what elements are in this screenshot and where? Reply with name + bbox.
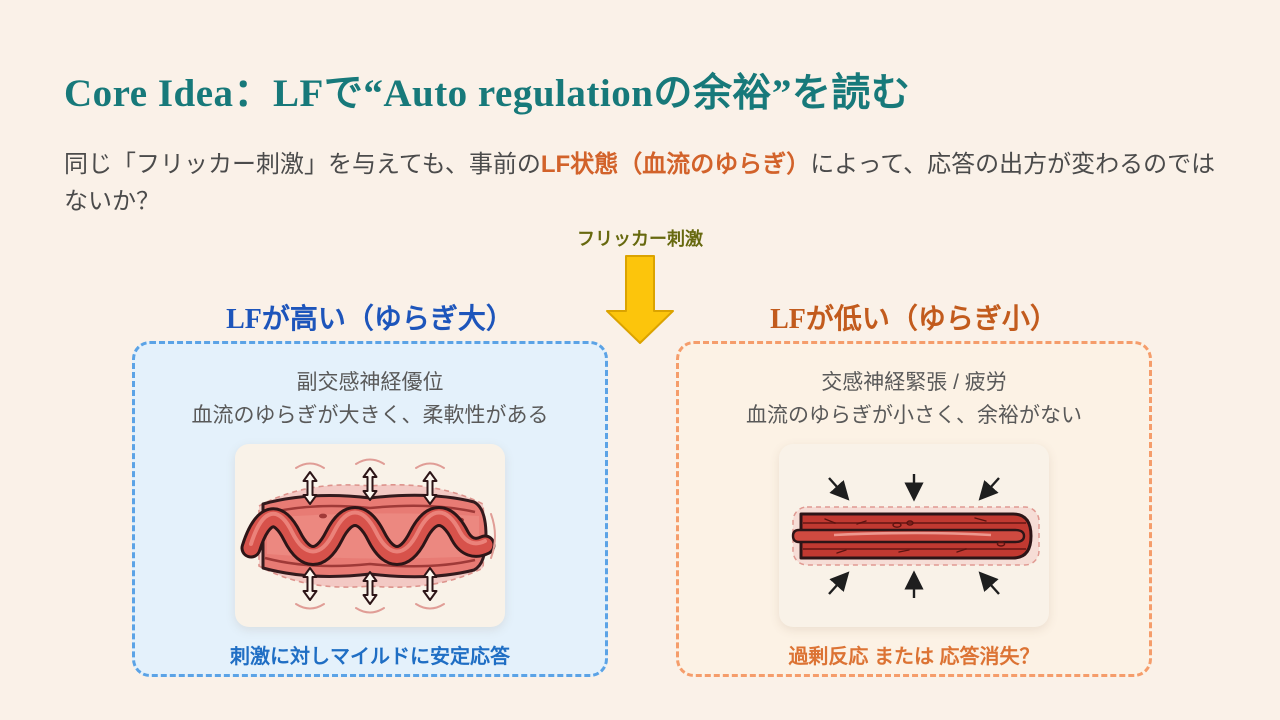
left-panel-description: 副交感神経優位 血流のゆらぎが大きく、柔軟性がある — [192, 367, 549, 432]
intro-highlight: LF状態（血流のゆらぎ） — [540, 151, 811, 178]
left-panel: 副交感神経優位 血流のゆらぎが大きく、柔軟性がある — [132, 341, 608, 677]
intro-text-post: によって、応答の出方が変わるのではないか？ — [64, 151, 1216, 216]
left-illustration-card — [235, 444, 505, 628]
left-panel-line2: 血流のゆらぎが大きく、柔軟性がある — [191, 403, 549, 427]
left-panel-line1: 副交感神経優位 — [296, 371, 444, 394]
right-panel-caption: 過剰反応 または 応答消失？ — [788, 646, 1040, 669]
intro-text-pre: 同じ「フリッカー刺激」を与えても、事前の — [64, 151, 541, 178]
right-panel: 交感神経緊張 / 疲労 血流のゆらぎが小さく、余裕がない — [676, 341, 1152, 677]
constricted-vessel-illustration — [791, 474, 1040, 599]
right-panel-title: LFが低い（ゆらぎ小） — [770, 304, 1058, 335]
right-panel-line2: 血流のゆらぎが小さく、余裕がない — [746, 403, 1082, 427]
slide-title: Core Idea：LFで“Auto regulationの余裕”を読む — [64, 72, 911, 115]
left-panel-title: LFが高い（ゆらぎ大） — [226, 304, 514, 335]
right-panel-line1: 交感神経緊張 / 疲労 — [821, 371, 1007, 394]
flexible-vessel-illustration — [240, 458, 496, 614]
right-panel-description: 交感神経緊張 / 疲労 血流のゆらぎが小さく、余裕がない — [746, 367, 1082, 432]
intro-paragraph: 同じ「フリッカー刺激」を与えても、事前のLF状態（血流のゆらぎ）によって、応答の… — [64, 146, 1220, 220]
stimulus-label: フリッカー刺激 — [577, 229, 703, 249]
down-arrow-icon — [606, 255, 674, 344]
left-panel-caption: 刺激に対しマイルドに安定応答 — [230, 646, 510, 669]
right-illustration-card — [779, 444, 1049, 628]
